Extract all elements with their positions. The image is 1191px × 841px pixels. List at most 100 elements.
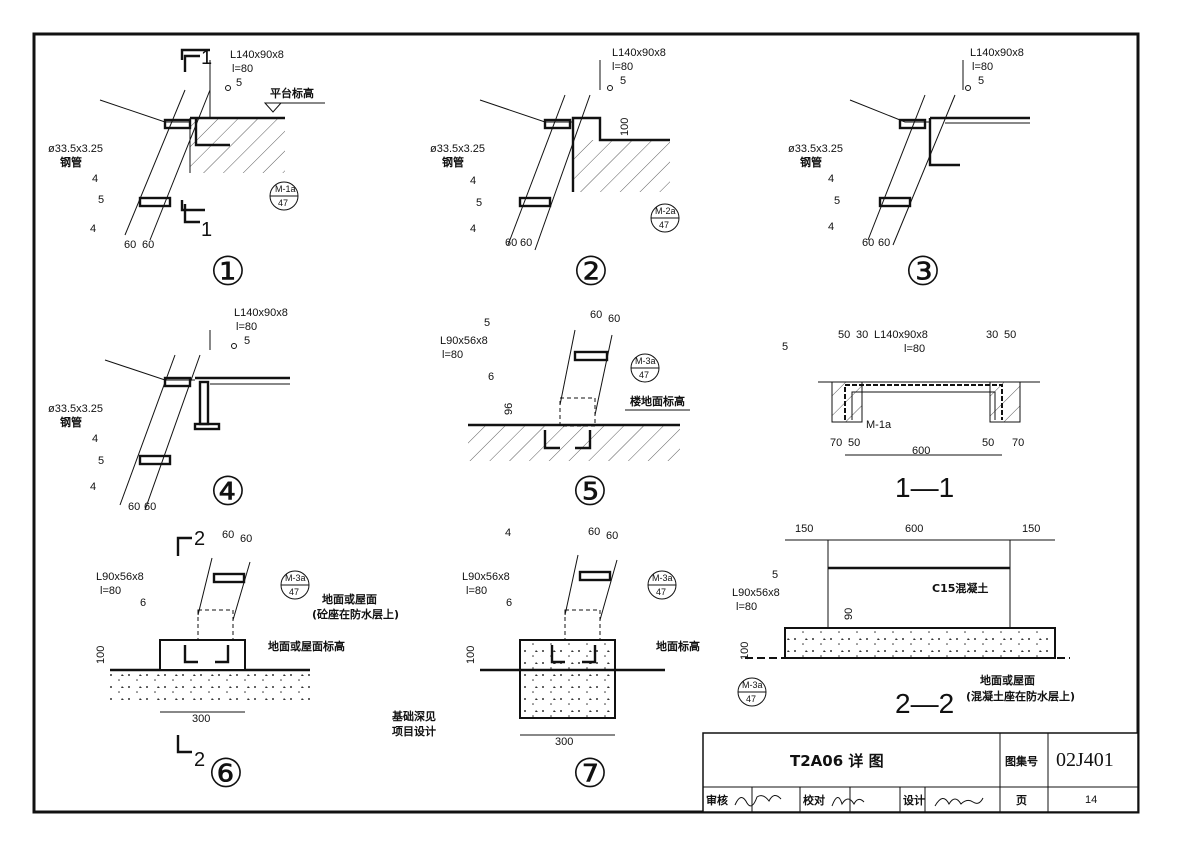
sheet-frame [32,32,1140,814]
dim-label: 600 [905,523,923,535]
ref-bottom: 47 [639,370,649,380]
weld-label: 5 [772,569,778,581]
angle-label: L140x90x8 [970,47,1024,59]
floor-elev-label: 楼地面标高 [630,394,685,408]
ref-bottom: 47 [289,587,299,597]
dim-label: 150 [1022,523,1040,535]
weld-label: 4 [90,223,96,235]
dim-label: 60 [124,239,136,251]
dim-label: 60 [608,313,620,325]
dim-label: 90 [843,608,855,620]
pipe-word-label: 钢管 [60,415,82,429]
ref-bottom: 47 [746,694,756,704]
ground-roof-label: 地面或屋面 [980,673,1035,687]
ref-bottom: 47 [659,220,669,230]
length-label: l=80 [972,61,993,73]
weld-label: 4 [90,481,96,493]
section-2-2: 150 600 150 C15混凝土 5 L90x56x8 l=80 90 10… [732,523,1075,719]
page-label: 页 [1016,794,1027,807]
detail-number: ⑦ [572,752,608,796]
detail-5: 60 60 L90x56x8 l=80 5 6 96 楼地面标高 M-3a 47… [440,309,690,514]
dim-label: 60 [878,237,890,249]
weld-label: 4 [470,223,476,235]
embed-label: M-1a [866,419,892,431]
dim-label: 70 [830,437,842,449]
section-cut-label: 1 [201,47,212,69]
length-label: l=80 [100,585,121,597]
weld-label: 6 [488,371,494,383]
weld-label: 6 [506,597,512,609]
dim-label: 300 [192,713,210,725]
ref-top: M-3a [635,356,656,366]
dim-label: 60 [520,237,532,249]
dim-label: 100 [739,642,751,660]
weld-label: 4 [92,173,98,185]
length-label: l=80 [232,63,253,75]
angle-label: L90x56x8 [96,571,144,583]
foundation-note: 项目设计 [392,724,436,738]
designer-signature [934,797,984,807]
weld-label: 6 [140,597,146,609]
dim-label: 70 [1012,437,1024,449]
length-label: l=80 [466,585,487,597]
dim-label: 60 [142,239,154,251]
atlas-code: 02J401 [1056,749,1114,771]
design-label: 设计 [903,793,925,807]
dim-label: 60 [588,526,600,538]
ref-top: M-3a [652,573,673,583]
detail-4: L140x90x8 l=80 5 ø33.5x3.25 钢管 4 5 4 60 … [48,307,290,514]
length-label: l=80 [736,601,757,613]
dim-label: 50 [1004,329,1016,341]
detail-number: ⑥ [208,752,244,796]
weld-label: 5 [978,75,984,87]
length-label: l=80 [612,61,633,73]
pipe-label: ø33.5x3.25 [788,143,843,155]
pipe-label: ø33.5x3.25 [48,403,103,415]
check-label: 校对 [803,793,825,807]
angle-label: L140x90x8 [234,307,288,319]
weld-label: 4 [828,221,834,233]
dim-label: 60 [240,533,252,545]
weld-label: 5 [244,335,250,347]
ref-bottom: 47 [656,587,666,597]
dim-label: 60 [862,237,874,249]
angle-label: L140x90x8 [874,329,928,341]
dim-label: 60 [222,529,234,541]
section-title: 1—1 [895,472,954,503]
detail-2: L140x90x8 l=80 5 100 ø33.5x3.25 钢管 4 5 4… [430,47,680,294]
atlas-label: 图集号 [1005,754,1038,768]
pipe-word-label: 钢管 [442,155,464,169]
dim-label: 60 [144,501,156,513]
detail-number: ④ [210,470,246,514]
dim-label: 60 [128,501,140,513]
platform-elev-label: 平台标高 [270,86,314,100]
weld-label: 4 [92,433,98,445]
dim-label: 50 [982,437,994,449]
dim-label: 60 [505,237,517,249]
concrete-label: C15混凝土 [932,581,988,595]
angle-label: L90x56x8 [732,587,780,599]
section-cut-label: 2 [194,528,205,550]
dim-label: 30 [856,329,868,341]
section-cut-label: 2 [194,749,205,771]
pipe-word-label: 钢管 [800,155,822,169]
dim-label: 100 [619,118,631,136]
dim-label: 96 [503,403,515,415]
pipe-label: ø33.5x3.25 [48,143,103,155]
detail-number: ③ [905,250,941,294]
weld-label: 5 [782,341,788,353]
detail-1: 平台标高 L140x90x8 l=80 5 ø33.5x3.25 钢管 4 5 … [48,47,325,294]
dim-label: 100 [95,646,107,664]
angle-label: L90x56x8 [462,571,510,583]
length-label: l=80 [904,343,925,355]
dim-label: 60 [590,309,602,321]
detail-6: 60 60 L90x56x8 l=80 6 地面或屋面 (砼座在防水层上) 地面… [95,528,399,796]
weld-label: 4 [828,173,834,185]
concrete-note: (混凝土座在防水层上) [966,689,1075,703]
detail-3: L140x90x8 l=80 5 ø33.5x3.25 钢管 4 5 4 60 … [788,47,1030,294]
title-block: T2A06 详 图 图集号 02J401 审核 校对 设计 页 14 [702,732,1139,813]
dim-label: 30 [986,329,998,341]
weld-label: 5 [236,77,242,89]
checker-signature [831,797,865,807]
